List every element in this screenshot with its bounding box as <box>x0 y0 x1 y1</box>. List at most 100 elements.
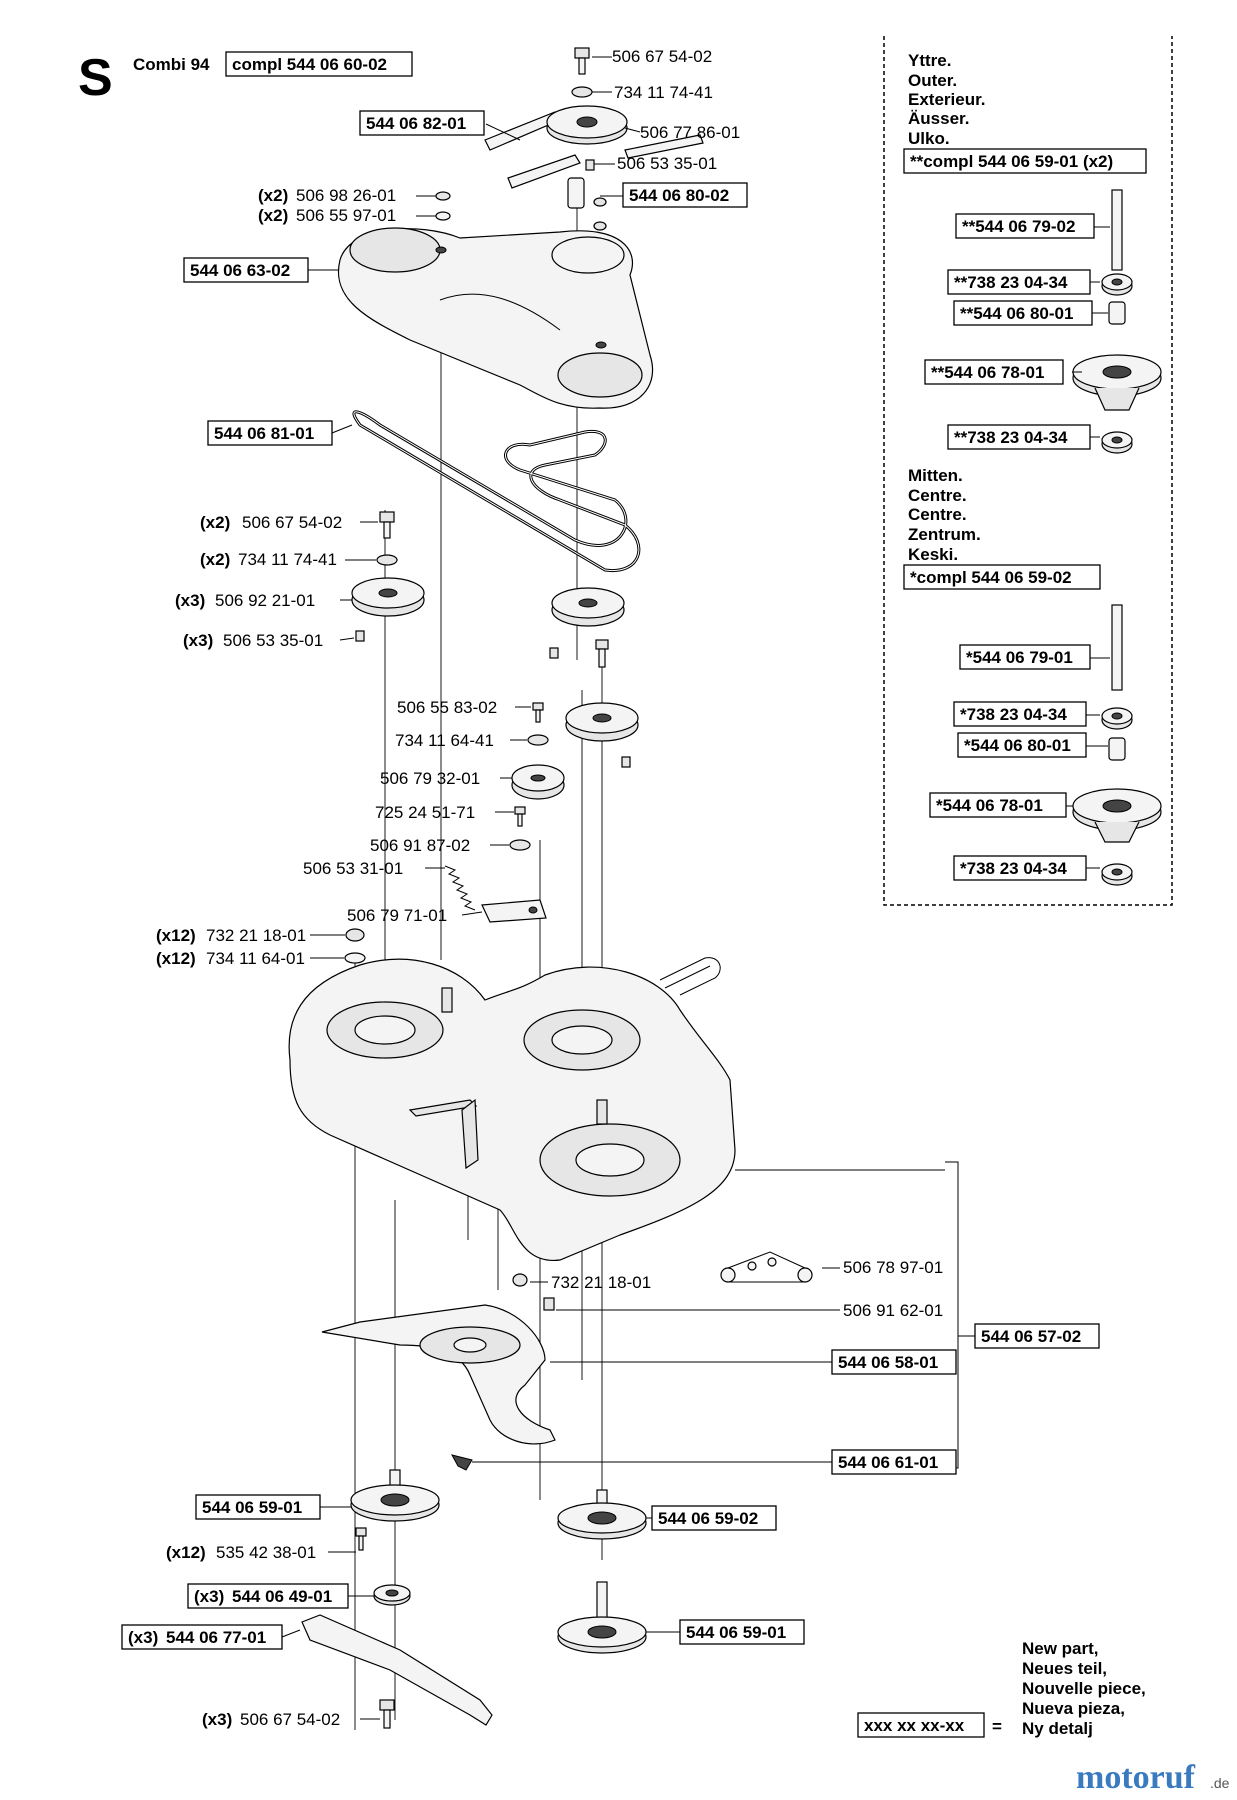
inset-centre-part-4-box <box>953 855 1087 881</box>
inset-outer-part-3: **544 06 78-01 <box>931 363 1044 382</box>
label-pulley: 506 77 86-01 <box>640 123 740 142</box>
nut-x12-drawing <box>345 928 365 942</box>
label-top-washer: 734 11 74-41 <box>614 83 713 102</box>
inset-outer-line-4: Ulko. <box>908 129 950 148</box>
model-label: Combi 94 <box>133 55 210 74</box>
left-pulley-stack-drawing <box>351 511 425 642</box>
spindle-mid-drawing <box>557 1489 647 1540</box>
label-belt-guide: 544 06 82-01 <box>366 114 466 133</box>
nut2-drawing <box>512 1273 528 1287</box>
inset-outer-part-4: **738 23 04-34 <box>954 428 1068 447</box>
inset-centre-spacer-drawing <box>1108 737 1126 761</box>
label-bolt4: 725 24 51-71 <box>375 803 475 822</box>
inset-outer-housing-drawing <box>1072 354 1162 411</box>
inset-centre-shaft-drawing <box>1111 604 1123 691</box>
qty-bearing: (x3) <box>194 1587 224 1606</box>
inset-centre-part-0-box <box>959 644 1091 670</box>
bolt6-drawing <box>379 1699 395 1729</box>
inset-centre-part-1: *738 23 04-34 <box>960 705 1067 724</box>
label-nut: 732 21 18-01 <box>206 926 306 945</box>
label-washer2: 734 11 74-41 <box>238 550 337 569</box>
knob-drawing <box>451 1454 473 1471</box>
inset-outer-part-0: **544 06 79-02 <box>962 217 1075 236</box>
label-idler: 506 79 32-01 <box>380 769 480 788</box>
cutting-deck-drawing <box>288 957 736 1261</box>
washer-drawing <box>435 211 451 221</box>
legend-line-1: Neues teil, <box>1022 1659 1107 1678</box>
label-bolt5: 506 91 62-01 <box>843 1301 943 1320</box>
idler-stack-drawing <box>444 702 565 923</box>
screw-x12-drawing <box>355 1527 367 1551</box>
box-spindle-low <box>679 1619 805 1645</box>
label-spindle-mid: 544 06 59-02 <box>658 1509 758 1528</box>
inset-outer-assembly-box <box>903 148 1147 174</box>
qty-washer2: (x2) <box>200 550 230 569</box>
legend-line-2: Nouvelle piece, <box>1022 1679 1146 1698</box>
v-belt-drawing <box>352 410 641 572</box>
v-belt-inner <box>353 411 640 571</box>
inset-outer-shaft-drawing <box>1111 189 1123 271</box>
inset-centre-part-4: *738 23 04-34 <box>960 859 1067 878</box>
legend-equals: = <box>992 1717 1002 1736</box>
label-blade: 544 06 77-01 <box>166 1628 266 1647</box>
box-belt-guide <box>359 110 485 136</box>
inset-centre-part-3: *544 06 78-01 <box>936 796 1043 815</box>
inset-centre-part-1-box <box>953 701 1087 727</box>
inset-panel: Yttre. Outer. Exterieur. Äusser. Ulko. *… <box>883 36 1173 906</box>
label-baffle: 544 06 58-01 <box>838 1353 938 1372</box>
legend-line-4: Ny detalj <box>1022 1719 1093 1738</box>
label-screw: 506 98 26-01 <box>296 186 396 205</box>
top-bolt-drawing <box>574 47 590 75</box>
watermark-logo: motoruf .de <box>1076 1759 1230 1796</box>
label-screw6: 535 42 38-01 <box>216 1543 316 1562</box>
inset-outer-line-3: Äusser. <box>908 109 969 128</box>
spindle-left-drawing <box>350 1469 440 1522</box>
nut-small-drawing <box>593 197 607 207</box>
inset-centre-line-0: Mitten. <box>908 466 963 485</box>
pulley-drawing <box>546 105 628 145</box>
qty-washer5: (x12) <box>156 949 196 968</box>
label-cover: 544 06 63-02 <box>190 261 290 280</box>
assembly-number: compl 544 06 60-02 <box>232 55 387 74</box>
mid-pulley-drawing <box>549 587 625 659</box>
qty-blade: (x3) <box>128 1628 158 1647</box>
bearing-drawing <box>373 1584 411 1606</box>
box-cover <box>183 257 309 283</box>
qty-nut: (x12) <box>156 926 196 945</box>
label-bracket: 506 79 71-01 <box>347 906 447 925</box>
watermark-main: motoruf <box>1076 1759 1196 1796</box>
inset-outer-bearing-low-drawing <box>1101 431 1133 454</box>
legend-code-box <box>857 1712 985 1738</box>
qty-screw: (x2) <box>258 186 288 205</box>
belt-decal-drawing <box>718 1248 818 1286</box>
bolt5-drawing <box>543 1297 555 1311</box>
box-belt <box>207 420 333 446</box>
inset-centre-assembly-box <box>903 564 1101 590</box>
inset-outer-line-1: Outer. <box>908 71 957 90</box>
label-deck: 544 06 57-02 <box>981 1327 1081 1346</box>
label-key: 506 53 35-01 <box>617 154 717 173</box>
inset-outer-part-4-box <box>947 424 1091 450</box>
label-washer5: 734 11 64-01 <box>206 949 305 968</box>
box-spacer <box>622 182 748 208</box>
label-spacer: 544 06 80-02 <box>629 186 729 205</box>
label-spindle-left: 544 06 59-01 <box>202 1498 302 1517</box>
top-washer-drawing <box>571 86 593 98</box>
inset-centre-assembly: *compl 544 06 59-02 <box>910 568 1072 587</box>
right-pulley-drawing <box>565 639 639 768</box>
belt-guide-drawing <box>484 111 704 189</box>
inset-centre-line-4: Keski. <box>908 545 958 564</box>
legend-line-0: New part, <box>1022 1639 1099 1658</box>
inset-centre-part-3-box <box>929 792 1067 818</box>
inset-centre-line-1: Centre. <box>908 486 967 505</box>
inset-centre-part-0: *544 06 79-01 <box>966 648 1073 667</box>
label-spring: 506 53 31-01 <box>303 859 403 878</box>
washer-x12-drawing <box>344 952 366 964</box>
inset-centre-line-3: Zentrum. <box>908 525 981 544</box>
label-washer: 506 55 97-01 <box>296 206 396 225</box>
assembly-box <box>225 51 413 77</box>
label-key2: 506 53 35-01 <box>223 631 323 650</box>
legend: New part, Neues teil, Nouvelle piece, Nu… <box>857 1639 1146 1738</box>
inset-outer-part-1-box <box>947 269 1091 295</box>
